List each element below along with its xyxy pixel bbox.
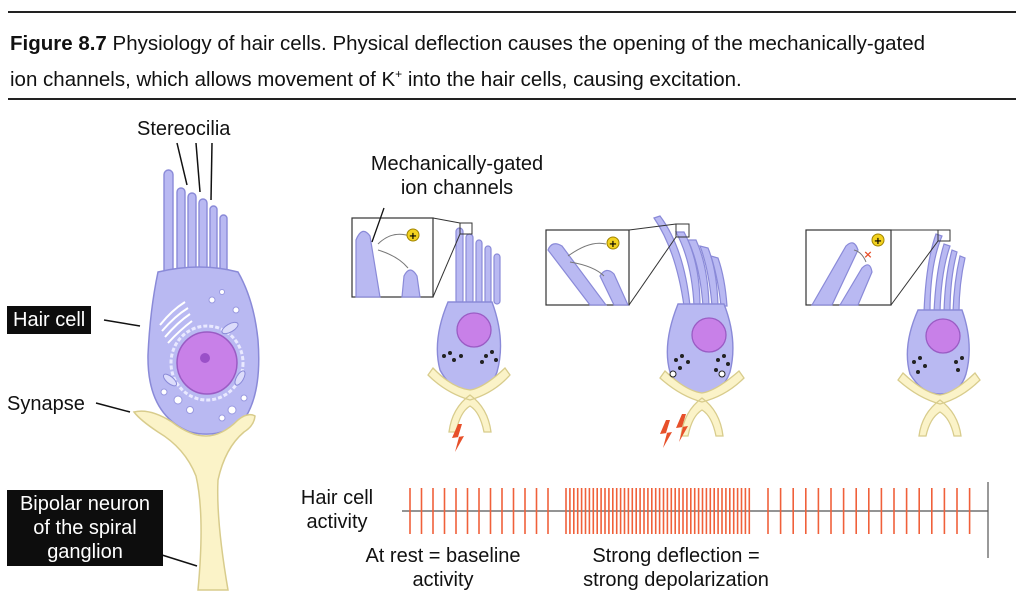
vesicles-resting: [442, 350, 498, 364]
mitochondria: [162, 321, 246, 387]
closed-channel-mark: ×: [863, 248, 872, 261]
cell-strong-deflection: +: [545, 215, 745, 448]
top-rule: [8, 11, 1016, 13]
bipolar-neuron-shape: [132, 410, 256, 591]
vesicles-deflected: [669, 354, 730, 378]
cell-opposite-deflection: + ×: [805, 229, 981, 437]
rest-line2: activity: [412, 569, 474, 591]
figure-label: Figure 8.7: [10, 32, 107, 55]
golgi-apparatus: [159, 301, 193, 344]
bipolar-neuron-label: Bipolar neuron of the spiral ganglion: [7, 490, 163, 566]
ion-symbol-c: +: [874, 236, 882, 247]
synapse-label: Synapse: [7, 393, 85, 415]
activity-line2: activity: [306, 511, 368, 533]
activity-label: Hair cell activity: [296, 486, 378, 534]
caption-line2-pre: ion channels, which allows movement of K: [10, 67, 396, 91]
rest-label: At rest = baseline activity: [352, 544, 534, 592]
vesicles-opposite: [912, 356, 964, 374]
strong-label: Strong deflection = strong depolarizatio…: [572, 544, 780, 592]
stereocilia-resting: [455, 227, 501, 305]
strong-line1: Strong deflection =: [592, 545, 760, 567]
caption-line1: Physiology of hair cells. Physical defle…: [112, 32, 926, 55]
stereocilia-opposite: [923, 233, 966, 313]
big-stereocilia-bundle: [163, 169, 228, 283]
bipolar-line3: ganglion: [47, 541, 123, 563]
activity-spikes: [409, 488, 971, 534]
activity-line1: Hair cell: [300, 487, 374, 509]
big-hair-cell: [95, 142, 260, 591]
spike-icon-b1: [660, 420, 672, 448]
stereocilia-label: Stereocilia: [137, 118, 231, 140]
stereocilia-deflected: [653, 215, 728, 307]
hair-cell-label: Hair cell: [7, 306, 92, 334]
rest-line1: At rest = baseline: [365, 545, 521, 567]
channels-label: Mechanically-gated ion channels: [362, 152, 552, 200]
caption-superscript: +: [395, 67, 403, 81]
strong-line2: strong depolarization: [583, 569, 769, 591]
channels-line2: ion channels: [400, 177, 514, 199]
caption-line2-post: into the hair cells, causing excitation.: [402, 67, 742, 91]
bottom-rule: [8, 98, 1016, 100]
figure-caption: Figure 8.7 Physiology of hair cells. Phy…: [10, 28, 1016, 95]
cell-resting: +: [351, 207, 511, 452]
spike-icon-b2: [676, 414, 688, 442]
ion-symbol-b: +: [609, 239, 617, 250]
spike-icon-a: [452, 424, 464, 452]
channels-line1: Mechanically-gated: [370, 153, 544, 175]
activity-trace: [402, 482, 989, 558]
ion-symbol-a: +: [409, 231, 417, 242]
big-cell-pointer-lines: [95, 142, 213, 567]
big-nucleus: [176, 331, 238, 395]
bipolar-line1: Bipolar neuron: [19, 493, 151, 515]
vesicles: [160, 289, 248, 422]
bipolar-line2: of the spiral: [33, 517, 137, 539]
